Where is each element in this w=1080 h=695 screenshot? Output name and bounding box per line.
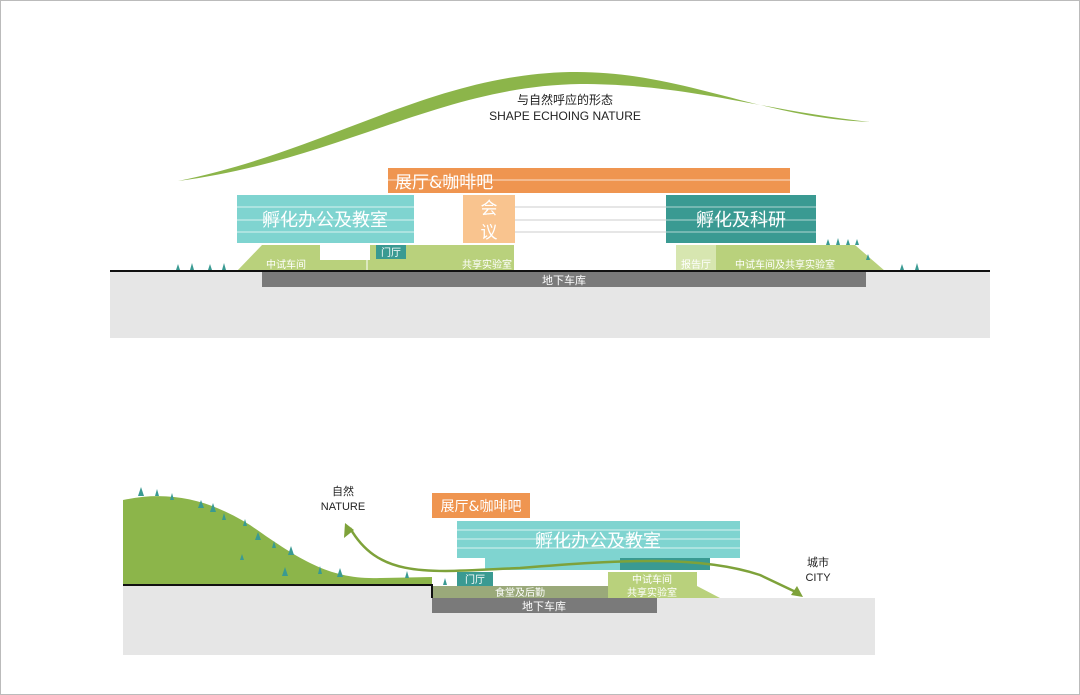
exhibit-label-bottom: 展厅&咖啡吧 bbox=[441, 499, 522, 515]
research-block bbox=[666, 195, 816, 243]
lobby-label: 门厅 bbox=[381, 246, 401, 259]
top-section: 与自然呼应的形态 SHAPE ECHOING NATURE 地下车库 展厅&咖啡… bbox=[110, 71, 990, 338]
garage-block bbox=[262, 272, 866, 287]
flow-curve bbox=[348, 527, 801, 596]
podium-left bbox=[237, 245, 514, 271]
office-block bbox=[237, 195, 414, 243]
lobby-block bbox=[376, 245, 406, 259]
lobby-block-bottom bbox=[457, 572, 493, 586]
lobby-label-bottom: 门厅 bbox=[465, 573, 485, 586]
ground-line-bottom bbox=[123, 584, 433, 598]
meeting-label-1: 会 bbox=[481, 199, 498, 219]
exhibit-label: 展厅&咖啡吧 bbox=[395, 173, 493, 193]
city-cn: 城市 bbox=[807, 555, 829, 569]
bottom-section: 地下车库 展厅&咖啡吧 孵化办公及教室 门厅 食堂及后勤 中试车间 共享实验室 … bbox=[123, 484, 875, 655]
garage-label: 地下车库 bbox=[542, 273, 586, 287]
exhibit-block-bottom bbox=[432, 493, 530, 518]
pilot-left-label: 中试车间 bbox=[266, 258, 306, 271]
title-cn: 与自然呼应的形态 bbox=[517, 92, 613, 107]
canteen-block bbox=[432, 586, 608, 598]
office-label: 孵化办公及教室 bbox=[262, 210, 388, 231]
hill-tree-icons bbox=[138, 487, 447, 585]
garage-block-bottom bbox=[432, 598, 657, 613]
meeting-block bbox=[463, 195, 515, 243]
shared-lab-label: 共享实验室 bbox=[462, 258, 512, 271]
arrow-nature-icon bbox=[344, 523, 354, 538]
canteen-label: 食堂及后勤 bbox=[495, 586, 545, 599]
podium-right bbox=[676, 245, 885, 271]
hill bbox=[123, 496, 432, 585]
garage-label-bottom: 地下车库 bbox=[522, 599, 566, 613]
report-hall-block bbox=[676, 245, 716, 271]
ground-slab-left bbox=[123, 586, 433, 655]
shared-lab-label-bottom: 共享实验室 bbox=[627, 586, 677, 599]
office-label-bottom: 孵化办公及教室 bbox=[535, 531, 661, 552]
city-en: CITY bbox=[805, 572, 831, 584]
nature-en: NATURE bbox=[321, 501, 365, 513]
pilot-shared-label: 中试车间及共享实验室 bbox=[735, 258, 835, 271]
arrow-city-icon bbox=[791, 586, 803, 597]
tree-icons bbox=[176, 238, 919, 270]
report-hall-label: 报告厅 bbox=[681, 258, 711, 271]
meeting-label-2: 议 bbox=[481, 223, 498, 243]
pilot-label: 中试车间 bbox=[632, 573, 672, 586]
pilot-block bbox=[608, 572, 720, 598]
research-label: 孵化及科研 bbox=[696, 210, 786, 231]
nature-cn: 自然 bbox=[332, 484, 354, 498]
title-en: SHAPE ECHOING NATURE bbox=[489, 109, 641, 123]
